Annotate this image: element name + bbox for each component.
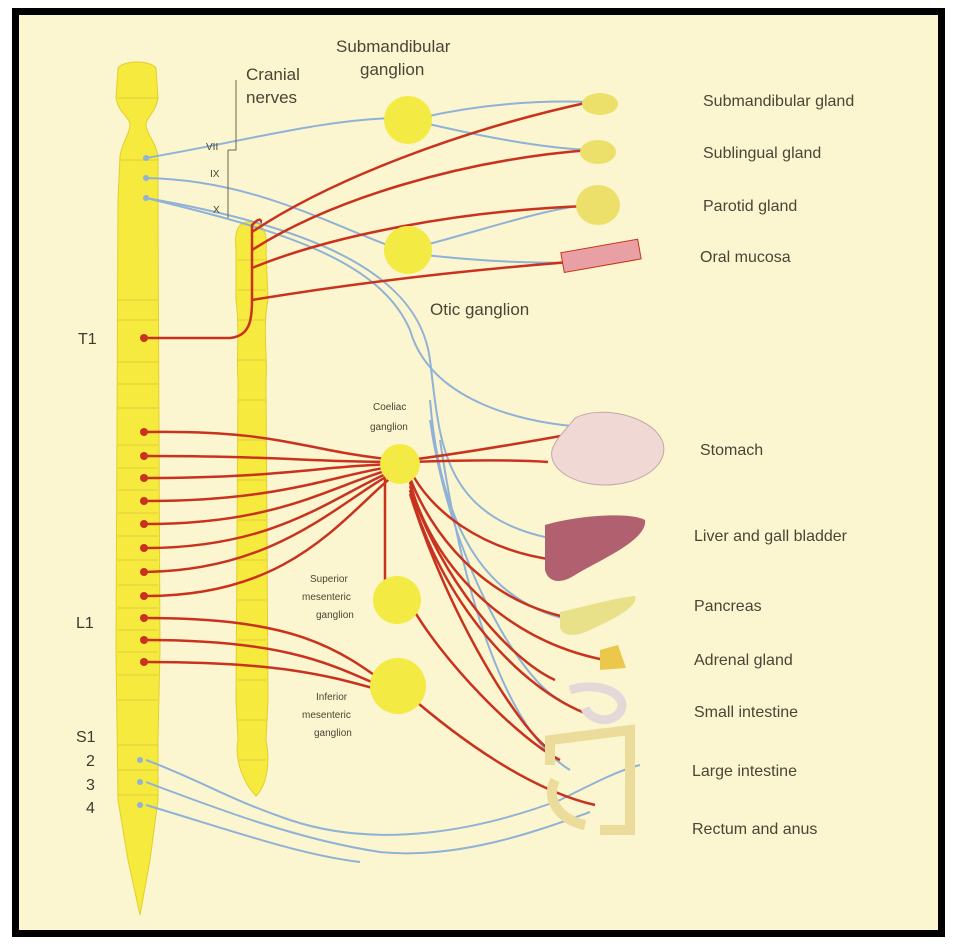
cranial-nerves-label-2: nerves: [246, 88, 297, 107]
organ-label-adrenal-gland: Adrenal gland: [694, 652, 793, 669]
inferior-mesenteric-label-2: mesenteric: [302, 710, 351, 721]
organ-label-stomach: Stomach: [700, 442, 763, 459]
liver-shape: [545, 515, 645, 581]
t1-label: T1: [78, 331, 97, 348]
otic-ganglion-label: Otic ganglion: [430, 300, 529, 319]
sublingual-gland-shape: [580, 140, 616, 164]
oral-mucosa-shape: [561, 239, 641, 272]
organ-label-large-intestine: Large intestine: [692, 763, 797, 780]
superior-mesenteric-ganglion: [373, 576, 421, 624]
superior-mesenteric-label-3: ganglion: [316, 610, 354, 621]
stomach-shape: [552, 412, 664, 485]
organ-label-sublingual-gland: Sublingual gland: [703, 145, 821, 162]
adrenal-gland-shape: [600, 645, 626, 670]
inferior-mesenteric-ganglion: [370, 658, 426, 714]
pancreas-shape: [560, 596, 636, 635]
s2-label: 2: [86, 753, 95, 770]
l1-label: L1: [76, 615, 94, 632]
otic-ganglion: [384, 226, 432, 274]
organ-label-pancreas: Pancreas: [694, 598, 762, 615]
s1-label: S1: [76, 729, 96, 746]
rectum-shape: [552, 780, 585, 825]
coeliac-ganglion-label-1: Coeliac: [373, 402, 406, 413]
parotid-gland-shape: [576, 185, 620, 225]
organ-label-small-intestine: Small intestine: [694, 704, 798, 721]
superior-mesenteric-label-1: Superior: [310, 574, 348, 585]
nerve-x-label: X: [213, 205, 220, 216]
nerve-ix-label: IX: [210, 169, 220, 180]
s3-label: 3: [86, 777, 95, 794]
organ-label-liver: Liver and gall bladder: [694, 528, 848, 545]
cranial-nerves-label-1: Cranial: [246, 65, 300, 84]
inferior-mesenteric-label-1: Inferior: [316, 692, 348, 703]
organ-label-parotid-gland: Parotid gland: [703, 198, 797, 215]
cranial-nerve-bracket: [228, 80, 236, 218]
spinal-cord: [116, 62, 160, 915]
submandibular-ganglion-label-1: Submandibular: [336, 37, 451, 56]
inferior-mesenteric-label-3: ganglion: [314, 728, 352, 739]
organ-label-oral-mucosa: Oral mucosa: [700, 249, 791, 266]
organ-label-submandibular-gland: Submandibular gland: [703, 93, 854, 110]
nerve-vii-label: VII: [206, 142, 218, 153]
coeliac-ganglion-label-2: ganglion: [370, 422, 408, 433]
small-intestine-shape: [570, 687, 622, 720]
submandibular-ganglion: [384, 96, 432, 144]
s4-label: 4: [86, 800, 95, 817]
superior-mesenteric-label-2: mesenteric: [302, 592, 351, 603]
organ-label-rectum-anus: Rectum and anus: [692, 821, 817, 838]
submandibular-ganglion-label-2: ganglion: [360, 60, 424, 79]
coeliac-ganglion: [380, 444, 420, 484]
submandibular-gland-shape: [582, 93, 618, 115]
